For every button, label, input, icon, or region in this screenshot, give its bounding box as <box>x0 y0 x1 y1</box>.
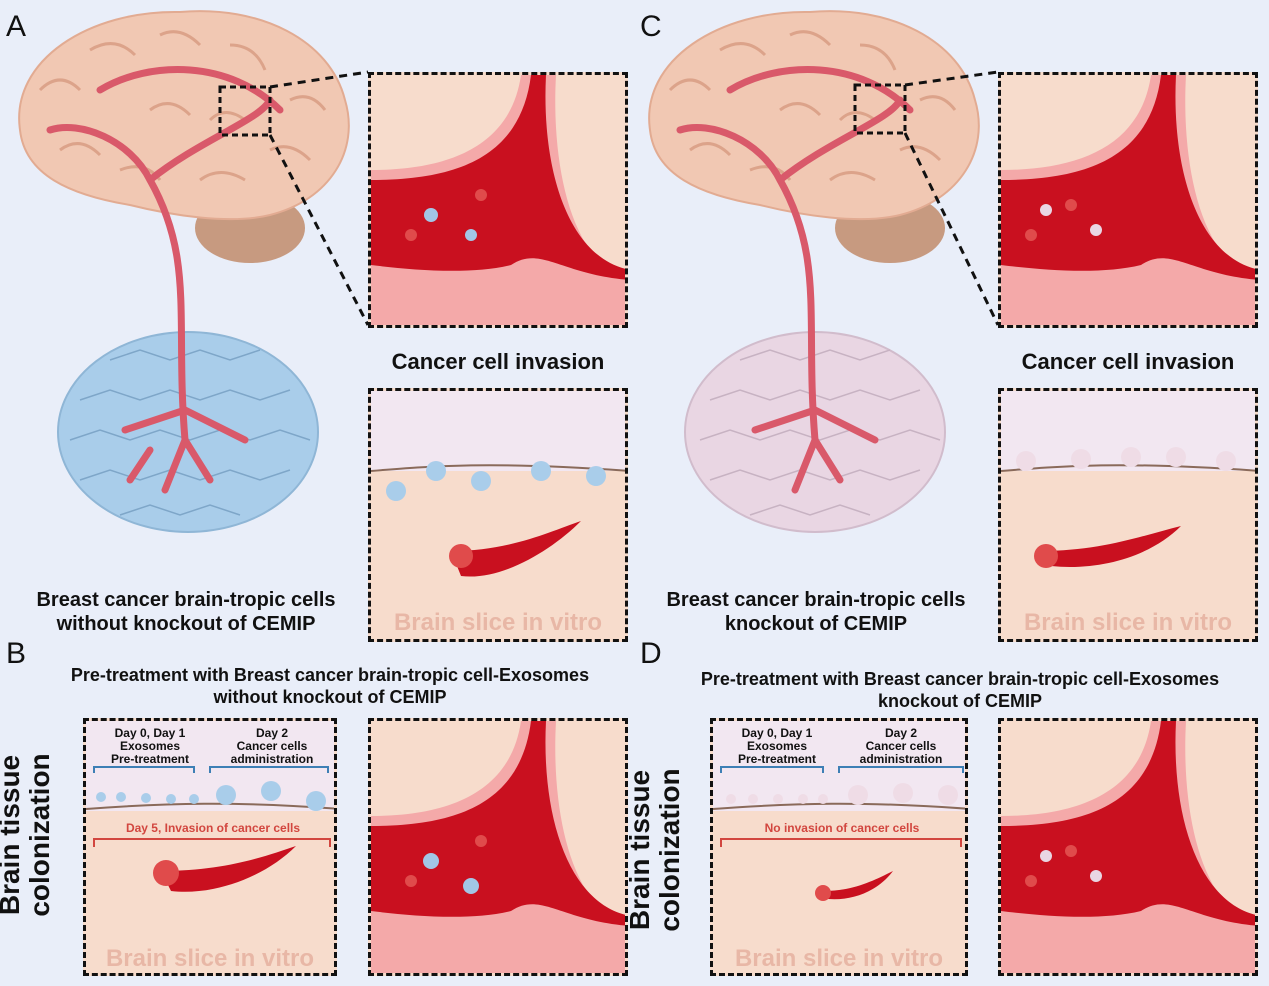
panel-d-title: Pre-treatment with Breast cancer brain-t… <box>650 668 1269 712</box>
panel-letter-a: A <box>6 10 27 43</box>
panel-b-title-line2: without knockout of CEMIP <box>213 687 447 707</box>
panel-b-title: Pre-treatment with Breast cancer brain-t… <box>20 664 640 708</box>
brain-illustration-a <box>18 10 350 533</box>
panel-b-slice-label: Brain slice in vitro <box>105 945 315 972</box>
panel-letter-c: C <box>640 10 662 43</box>
panel-c-slice-label: Brain slice in vitro <box>1023 609 1233 636</box>
panel-d-vertical-label: Brain tissue colonization <box>624 760 695 940</box>
panel-d-result-text: No invasion of cancer cells <box>764 821 920 835</box>
panel-c-invasion-label: Cancer cell invasion <box>1021 349 1235 374</box>
zoom-lines-c <box>853 70 1000 326</box>
panel-a-caption-line2: without knockout of CEMIP <box>56 613 316 635</box>
panel-d-colonization: colonization <box>654 768 685 932</box>
panel-letter-d: D <box>640 637 662 670</box>
panel-a-caption-line1: Breast cancer brain-tropic cells <box>36 589 336 611</box>
panel-b-result-text: Day 5, Invasion of cancer cells <box>125 821 301 835</box>
panel-a-invasion-label: Cancer cell invasion <box>391 349 605 374</box>
panel-b-brain-tissue: Brain tissue <box>0 754 25 916</box>
panel-d-title-line1: Pre-treatment with Breast cancer brain-t… <box>700 669 1220 689</box>
panel-c-caption-line1: Breast cancer brain-tropic cells <box>666 589 966 611</box>
panel-b-title-line1: Pre-treatment with Breast cancer brain-t… <box>70 665 590 685</box>
panel-b-vertical-label: Brain tissue colonization <box>0 745 65 925</box>
panel-c-caption-line2: knockout of CEMIP <box>724 613 908 635</box>
panel-a-vessel-zoom <box>368 72 628 328</box>
brain-illustration-c <box>648 10 980 533</box>
panel-c-brain-slice: Brain slice in vitro <box>998 388 1258 642</box>
panel-a-slice-label: Brain slice in vitro <box>393 609 603 636</box>
panel-d-title-line2: knockout of CEMIP <box>877 691 1042 711</box>
zoom-lines-a <box>218 70 370 326</box>
panel-d-slice-label: Brain slice in vitro <box>734 945 944 972</box>
panel-b-vessel-zoom <box>368 718 628 976</box>
panel-b-colonization: colonization <box>24 753 55 917</box>
panel-d-brain-tissue: Brain tissue <box>624 769 655 931</box>
panel-a-caption: Breast cancer brain-tropic cells without… <box>0 588 372 636</box>
panel-letter-b: B <box>6 637 27 670</box>
panel-a-brain-slice: Brain slice in vitro <box>368 388 628 642</box>
panel-c-vessel-zoom <box>998 72 1258 328</box>
panel-d-vessel-zoom <box>998 718 1258 976</box>
panel-c-caption: Breast cancer brain-tropic cells knockou… <box>630 588 1002 636</box>
